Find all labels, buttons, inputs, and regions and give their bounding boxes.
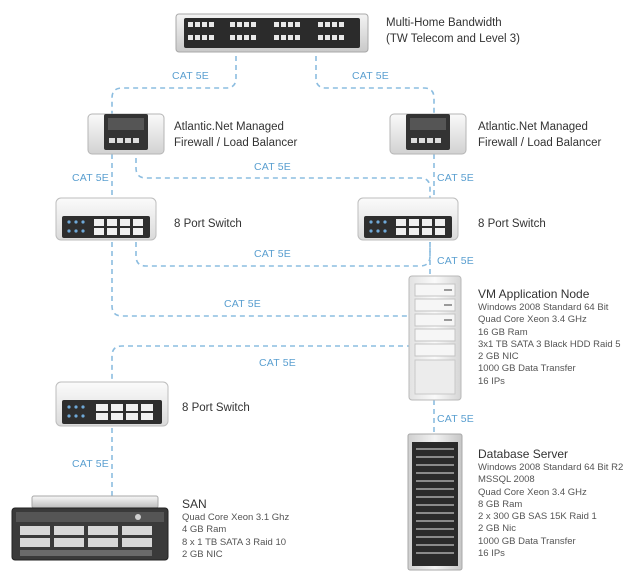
database-spec: MSSQL 2008: [478, 474, 535, 486]
vm-node-title: VM Application Node: [478, 287, 590, 301]
vm-spec: Quad Core Xeon 3.4 GHz: [478, 314, 587, 326]
vm-spec: 16 IPs: [478, 375, 505, 387]
san-storage-icon: [11, 495, 169, 561]
database-spec: Windows 2008 Standard 64 Bit R2: [478, 462, 624, 473]
patch-panel-icon: [175, 13, 369, 53]
vm-spec: 2 GB NIC: [478, 351, 519, 363]
cable-vm-lower-switch: [111, 345, 412, 380]
firewall-left-line-2: Firewall / Load Balancer: [174, 137, 298, 149]
cable-label: CAT 5E: [72, 458, 109, 470]
firewall-left-label: Atlantic.Net Managed Firewall / Load Bal…: [174, 119, 297, 151]
database-spec: 2 GB Nic: [478, 523, 517, 535]
cable-label: CAT 5E: [72, 172, 109, 184]
firewall-icon: [389, 113, 467, 155]
database-specs: Windows 2008 Standard 64 Bit R2 MSSQL 20…: [478, 462, 623, 560]
network-switch-icon: [55, 197, 157, 241]
network-switch-icon: [357, 197, 459, 241]
firewall-icon: [87, 113, 165, 155]
san-specs: Quad Core Xeon 3.1 Ghz 4 GB Ram 8 x 1 TB…: [182, 512, 289, 561]
san-spec: Quad Core Xeon 3.1 Ghz: [182, 512, 290, 523]
switch-lower-label: 8 Port Switch: [182, 402, 250, 414]
vm-spec: 1000 GB Data Transfer: [478, 363, 576, 375]
cable-label: CAT 5E: [259, 357, 296, 369]
cable-label: CAT 5E: [437, 255, 474, 267]
vm-node-specs: Windows 2008 Standard 64 Bit Quad Core X…: [478, 302, 621, 388]
cable-label: CAT 5E: [224, 298, 261, 310]
bandwidth-line-1: Multi-Home Bandwidth: [386, 17, 502, 29]
cable-label: CAT 5E: [437, 413, 474, 425]
bandwidth-label: Multi-Home Bandwidth (TW Telecom and Lev…: [386, 15, 520, 47]
san-spec: 8 x 1 TB SATA 3 Raid 10: [182, 536, 287, 548]
database-spec: Quad Core Xeon 3.4 GHz: [478, 486, 587, 498]
cable-label: CAT 5E: [254, 248, 291, 260]
firewall-right-line-1: Atlantic.Net Managed: [478, 121, 588, 133]
database-spec: 1000 GB Data Transfer: [478, 535, 576, 547]
cable-label: CAT 5E: [254, 161, 291, 173]
cable-label: CAT 5E: [437, 172, 474, 184]
tower-server-icon: [408, 275, 462, 401]
cable-label: CAT 5E: [352, 70, 389, 82]
cable-bandwidth-firewall-left: [111, 56, 237, 118]
network-switch-icon: [55, 381, 169, 427]
firewall-right-line-2: Firewall / Load Balancer: [478, 137, 602, 149]
switch-left-label: 8 Port Switch: [174, 218, 242, 230]
san-spec: 4 GB Ram: [182, 524, 227, 536]
cable-bandwidth-firewall-right: [315, 56, 435, 118]
cable-firewall-left-switch-right: [135, 140, 431, 198]
vm-spec: Windows 2008 Standard 64 Bit: [478, 302, 609, 313]
bandwidth-line-2: (TW Telecom and Level 3): [386, 33, 521, 45]
database-spec: 16 IPs: [478, 548, 505, 560]
san-title: SAN: [182, 497, 207, 511]
rack-server-icon: [407, 433, 463, 571]
database-spec: 2 x 300 GB SAS 15K Raid 1: [478, 511, 597, 523]
database-title: Database Server: [478, 447, 569, 461]
vm-spec: 3x1 TB SATA 3 Black HDD Raid 5: [478, 338, 621, 350]
database-spec: 8 GB Ram: [478, 498, 523, 510]
firewall-right-label: Atlantic.Net Managed Firewall / Load Bal…: [478, 119, 601, 151]
switch-right-label: 8 Port Switch: [478, 218, 546, 230]
san-spec: 2 GB NIC: [182, 548, 223, 560]
cable-switch-left-down: [111, 242, 410, 317]
vm-spec: 16 GB Ram: [478, 326, 528, 338]
cable-label: CAT 5E: [172, 70, 209, 82]
firewall-left-line-1: Atlantic.Net Managed: [174, 121, 284, 133]
